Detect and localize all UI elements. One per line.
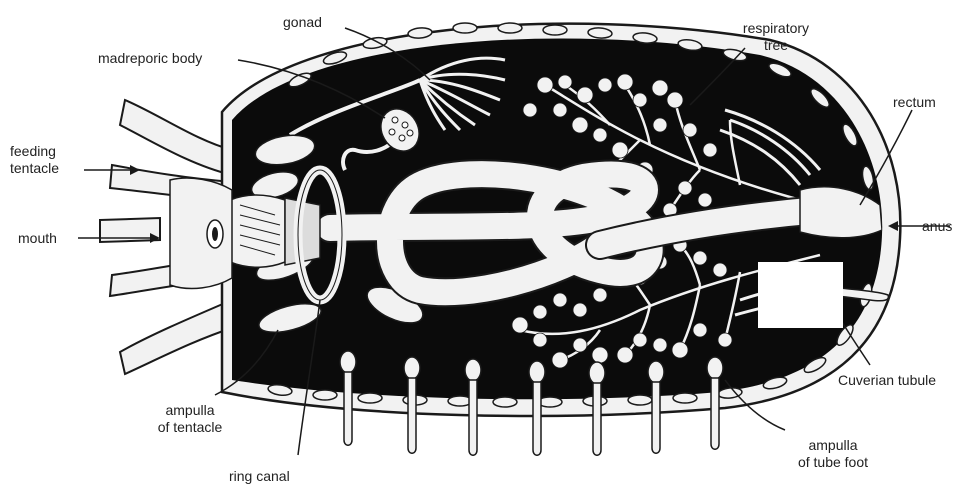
mouth: [170, 178, 232, 288]
label-mouth: mouth: [18, 230, 57, 247]
blank-label-box: [758, 262, 843, 328]
label-ring-canal: ring canal: [229, 468, 290, 485]
label-cuverian-tubule: Cuverian tubule: [838, 372, 936, 389]
label-rectum: rectum: [893, 94, 936, 111]
label-anus: anus: [922, 218, 952, 235]
label-madreporic-body: madreporic body: [98, 50, 202, 67]
label-gonad: gonad: [283, 14, 322, 31]
